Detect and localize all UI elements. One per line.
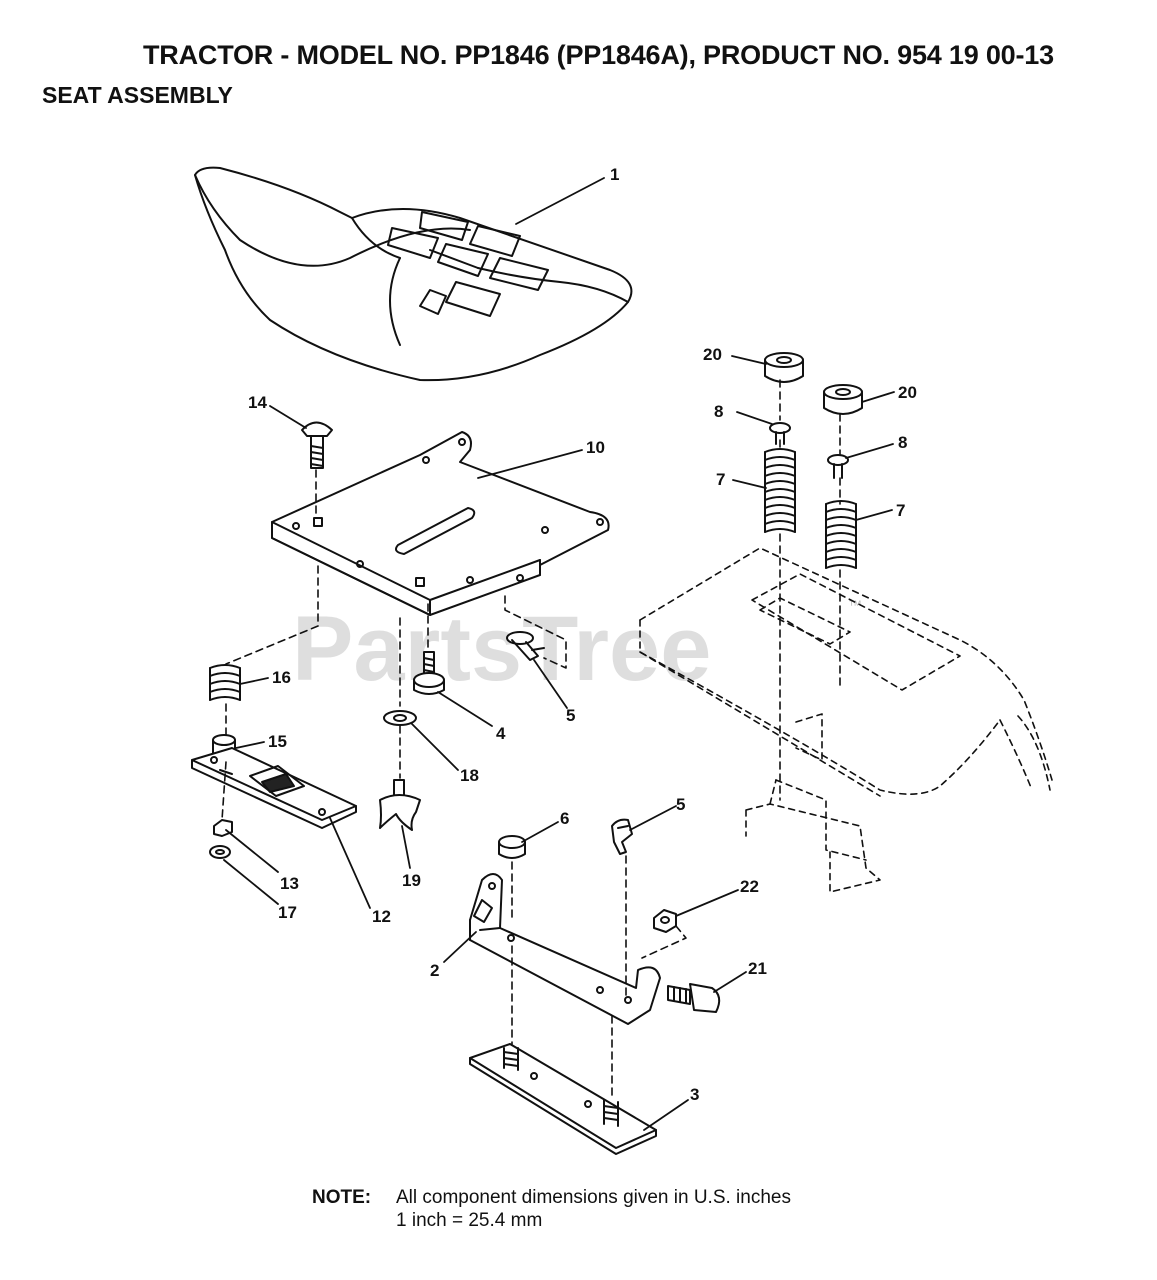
callout-5-lower: 5 bbox=[676, 795, 685, 814]
part-shoulder-bolt-4 bbox=[413, 651, 445, 695]
callout-labels: 1 20 20 8 8 7 7 14 10 16 15 4 5 18 6 5 1… bbox=[248, 165, 917, 1104]
part-screw-8-right bbox=[827, 454, 849, 479]
note-line-2: 1 inch = 25.4 mm bbox=[396, 1210, 543, 1231]
part-washer-17 bbox=[209, 845, 231, 859]
part-carriage-bolt-14 bbox=[301, 421, 333, 469]
part-spacer-20-left bbox=[764, 352, 804, 383]
callout-14: 14 bbox=[248, 393, 267, 412]
callout-8-right: 8 bbox=[898, 433, 907, 452]
part-seat-pan-10 bbox=[271, 431, 610, 616]
part-clip-5-upper bbox=[506, 631, 545, 661]
part-seat-bracket-2 bbox=[469, 873, 661, 1025]
note-label: NOTE: bbox=[312, 1187, 372, 1208]
page-subtitle: SEAT ASSEMBLY bbox=[42, 82, 233, 108]
callout-15: 15 bbox=[268, 732, 287, 751]
callout-12: 12 bbox=[372, 907, 391, 926]
part-bolt-21 bbox=[667, 983, 721, 1013]
part-spring-7-right bbox=[825, 500, 857, 569]
callout-21: 21 bbox=[748, 959, 767, 978]
callout-20-left: 20 bbox=[703, 345, 722, 364]
part-clip-5-lower bbox=[611, 818, 633, 855]
part-spring-7-left bbox=[764, 448, 796, 533]
callout-8-left: 8 bbox=[714, 402, 723, 421]
callout-5-upper: 5 bbox=[566, 706, 575, 725]
watermark-text: PartsTree bbox=[292, 598, 711, 700]
assembly-alignment-lines bbox=[221, 379, 841, 1099]
part-seat bbox=[194, 166, 633, 382]
callout-4: 4 bbox=[496, 724, 506, 743]
callout-13: 13 bbox=[280, 874, 299, 893]
callout-7-left: 7 bbox=[716, 470, 725, 489]
part-spring-16 bbox=[209, 664, 241, 701]
callout-22: 22 bbox=[740, 877, 759, 896]
callout-2: 2 bbox=[430, 961, 439, 980]
part-base-plate-3 bbox=[469, 1043, 657, 1155]
part-spacer-20-right bbox=[823, 384, 863, 415]
callout-1: 1 bbox=[610, 165, 619, 184]
note-line-1: All component dimensions given in U.S. i… bbox=[396, 1187, 791, 1208]
part-nut-22 bbox=[653, 909, 677, 933]
callout-17: 17 bbox=[278, 903, 297, 922]
part-knob-19 bbox=[379, 779, 421, 831]
part-slide-bracket-12 bbox=[191, 747, 357, 829]
callout-3: 3 bbox=[690, 1085, 699, 1104]
part-washer-18 bbox=[383, 710, 417, 726]
part-nut-6 bbox=[498, 835, 526, 859]
callout-leader-lines bbox=[223, 177, 895, 1131]
callout-20-right: 20 bbox=[898, 383, 917, 402]
page-title: TRACTOR - MODEL NO. PP1846 (PP1846A), PR… bbox=[143, 40, 1054, 70]
callout-6: 6 bbox=[560, 809, 569, 828]
part-screw-8-left bbox=[769, 422, 791, 445]
callout-16: 16 bbox=[272, 668, 291, 687]
callout-19: 19 bbox=[402, 871, 421, 890]
callout-10: 10 bbox=[586, 438, 605, 457]
callout-18: 18 bbox=[460, 766, 479, 785]
dimension-note: NOTE: All component dimensions given in U… bbox=[312, 1186, 791, 1232]
callout-7-right: 7 bbox=[896, 501, 905, 520]
part-tractor-frame-reference bbox=[639, 547, 1053, 893]
